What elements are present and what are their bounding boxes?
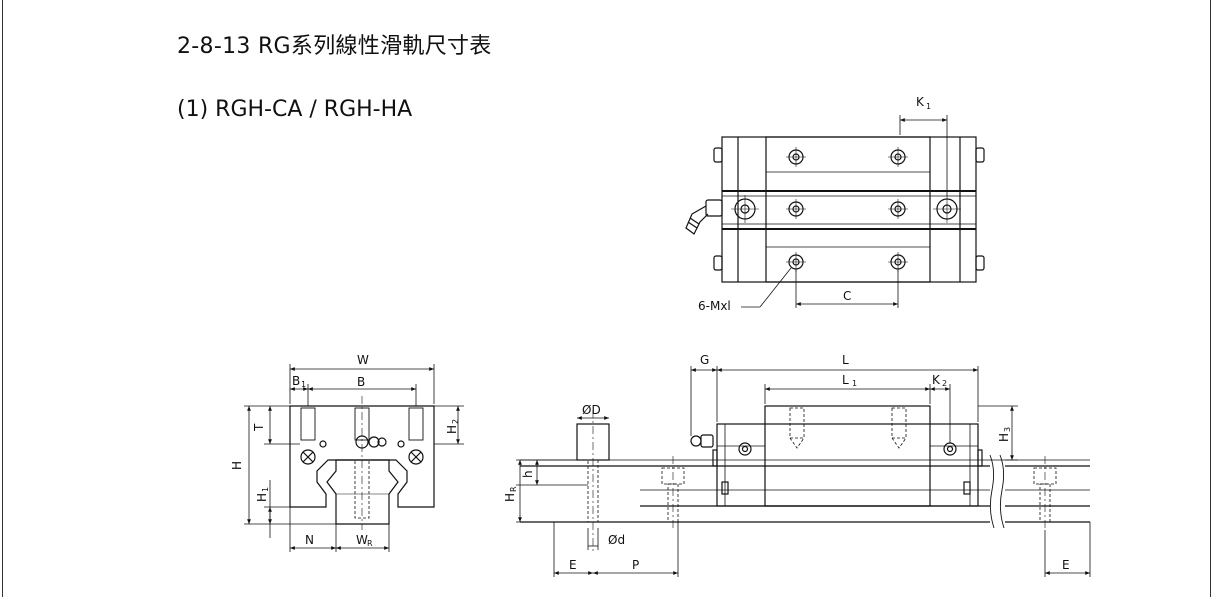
label-inner-diameter: Ød — [608, 533, 625, 547]
label-e-right: E — [1062, 558, 1070, 572]
label-k2: K — [932, 373, 941, 387]
section-subtitle: (1) RGH-CA / RGH-HA — [177, 97, 413, 122]
label-b: B — [357, 375, 365, 389]
label-outer-diameter: ØD — [582, 403, 601, 417]
top-view — [685, 115, 985, 308]
side-view-block-outline — [716, 423, 979, 507]
label-k1-sub: 1 — [926, 102, 931, 111]
label-t: T — [252, 423, 266, 432]
page-border-left — [2, 0, 3, 597]
label-k1: K — [916, 95, 925, 109]
label-h3-sub: 3 — [1003, 427, 1012, 432]
label-wr: W — [356, 533, 368, 547]
label-g: G — [700, 353, 709, 367]
top-view-block-outline — [721, 136, 977, 283]
label-k2-sub: 2 — [942, 379, 947, 388]
label-w: W — [357, 353, 369, 367]
grease-nipple-icon — [685, 199, 723, 235]
label-l1-sub: 1 — [852, 379, 857, 388]
label-c: C — [843, 289, 851, 303]
label-p: P — [632, 558, 639, 572]
mounting-holes — [734, 149, 958, 270]
label-h3: H — [997, 433, 1011, 442]
label-h2: H — [445, 425, 459, 434]
end-view-rail-outline — [326, 459, 399, 525]
label-b1-sub: 1 — [301, 380, 306, 389]
label-h1-sub: 1 — [261, 487, 270, 492]
end-view-block-outline — [289, 405, 435, 508]
label-n: N — [305, 533, 314, 547]
label-h1: H — [255, 493, 269, 502]
label-wr-sub: R — [367, 539, 373, 548]
label-e-left: E — [569, 558, 577, 572]
page-border-right — [1210, 0, 1211, 597]
label-l1: L — [842, 373, 849, 387]
side-view — [516, 366, 1091, 577]
grease-nipple-icon — [690, 434, 714, 448]
label-hr: H — [503, 493, 517, 502]
label-h: H — [230, 461, 244, 470]
label-h2-sub: 2 — [451, 419, 460, 424]
end-view — [244, 364, 464, 552]
label-6-mxl: 6-Mxl — [698, 299, 731, 313]
label-b1: B — [292, 374, 300, 388]
label-h-small: h — [521, 470, 535, 478]
page-title: 2-8-13 RG系列線性滑軌尺寸表 — [177, 34, 492, 59]
label-l: L — [842, 353, 849, 367]
label-hr-sub: R — [509, 486, 518, 492]
